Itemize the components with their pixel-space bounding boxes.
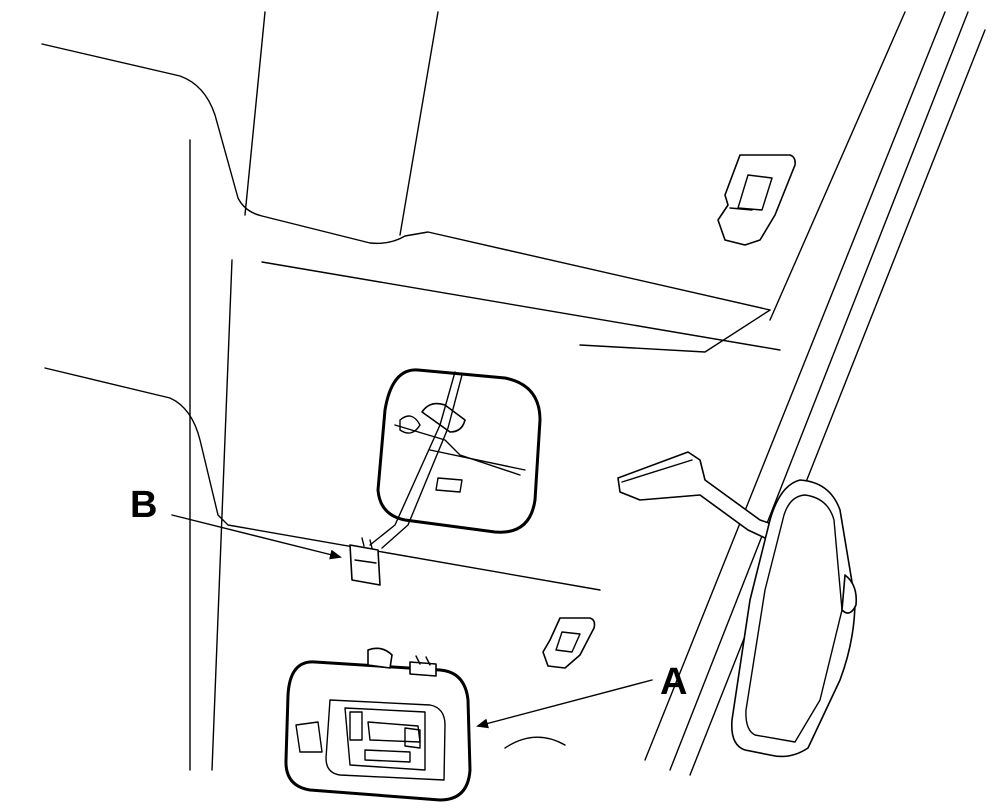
connector-b <box>349 537 381 586</box>
room-lamp-assembly <box>284 647 472 802</box>
lamp-mounting-opening <box>376 368 542 534</box>
lower-clip <box>542 617 596 669</box>
windshield-frame <box>644 11 986 776</box>
wiring-harness <box>369 371 463 549</box>
callout-label-b: B <box>130 484 157 526</box>
rear-view-mirror <box>617 451 858 758</box>
callout-label-a: A <box>660 661 687 703</box>
upper-clip <box>717 154 796 246</box>
headliner-outline <box>41 11 781 771</box>
leader-line-a <box>476 679 653 729</box>
leader-line-b <box>171 514 342 560</box>
headliner-contour <box>504 736 566 749</box>
